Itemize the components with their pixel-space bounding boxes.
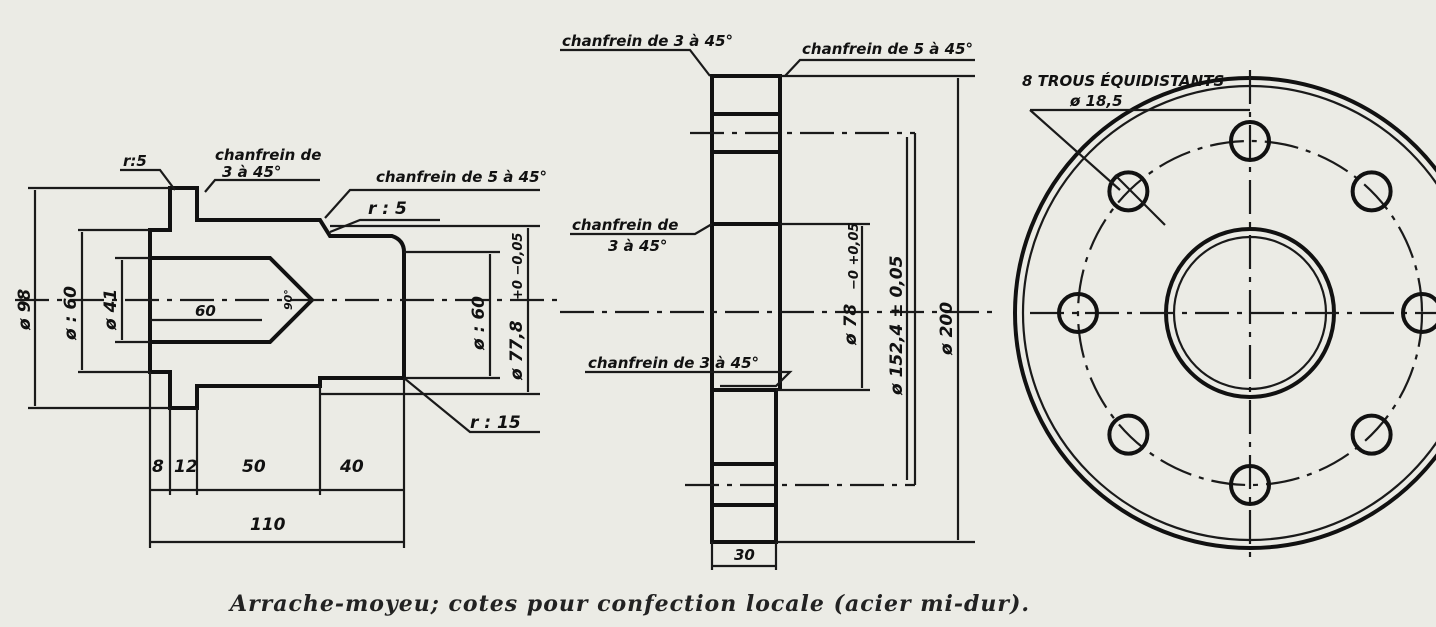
plate-front-view: 8 TROUS ÉQUIDISTANTS ø 18,5	[1013, 70, 1436, 560]
dim-d41: ø 41	[101, 289, 121, 331]
dim-d60-right: ø : 60	[469, 296, 489, 351]
chamfer-flange-label-1: chanfrein de	[215, 146, 321, 164]
dim-d152: ø 152,4 ± 0,05	[887, 256, 907, 396]
figure-caption: Arrache-moyeu; cotes pour confection loc…	[228, 591, 1030, 617]
radius-step-label: r : 5	[368, 199, 407, 219]
chamfer-step-label: chanfrein de 5 à 45°	[376, 168, 547, 186]
bolt-hole	[1057, 292, 1099, 334]
radius-top-label: r:5	[123, 152, 147, 170]
chamfer-flange-label-2: 3 à 45°	[222, 163, 281, 181]
dim-w110: 110	[250, 515, 286, 535]
dim-bore-depth: 60	[195, 302, 216, 320]
chamfer-low-label: chanfrein de 3 à 45°	[588, 354, 759, 372]
hub-bore	[148, 256, 315, 344]
dim-angle: 90°	[282, 289, 295, 310]
dim-w50: 50	[242, 457, 266, 477]
hub-section: r:5 chanfrein de 3 à 45° chanfrein de 5 …	[15, 146, 560, 548]
dim-w8: 8	[152, 457, 164, 477]
hole-diameter-label: ø 18,5	[1069, 92, 1123, 110]
plate-segment	[710, 388, 778, 466]
dim-d77: ø 77,8	[507, 320, 527, 381]
dim-d98: ø 98	[15, 289, 35, 331]
plate-segment	[710, 74, 782, 116]
chamfer-mid-label-1: chanfrein de	[572, 216, 678, 234]
dim-w40: 40	[339, 457, 364, 477]
dim-w12: 12	[174, 457, 198, 477]
bolt-hole	[1229, 120, 1271, 162]
plate-segment	[710, 503, 778, 544]
bolt-hole	[1107, 170, 1150, 213]
chamfer-top-right-label: chanfrein de 5 à 45°	[802, 40, 973, 58]
dim-thickness: 30	[734, 546, 755, 564]
dim-tol78: −0 +0,05	[847, 223, 862, 290]
bolt-hole	[1229, 464, 1271, 506]
dim-d200: ø 200	[937, 302, 957, 356]
dim-tol77: +0 −0,05	[511, 233, 526, 300]
plate-section: chanfrein de 3 à 45° chanfrein de 5 à 45…	[560, 32, 1000, 570]
dim-d78: ø 78	[841, 304, 861, 346]
radius-bottom-label: r : 15	[470, 413, 521, 433]
bolt-hole	[1350, 170, 1393, 213]
dim-d60-left: ø : 60	[61, 286, 81, 341]
bolt-hole	[1107, 413, 1150, 456]
chamfer-top-left-label: chanfrein de 3 à 45°	[562, 32, 733, 50]
bolt-hole	[1401, 292, 1436, 334]
chamfer-mid-label-2: 3 à 45°	[608, 237, 667, 255]
holes-label: 8 TROUS ÉQUIDISTANTS	[1022, 71, 1224, 90]
bolt-hole	[1350, 413, 1393, 456]
plate-segment	[710, 150, 782, 226]
hub-body	[148, 186, 406, 410]
